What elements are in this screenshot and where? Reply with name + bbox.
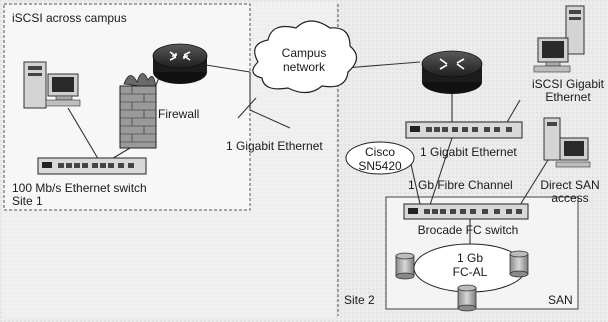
direct-san-label-line2: access [551,191,588,205]
monitor-stand [55,95,73,101]
diagram-title: iSCSI across campus [12,11,127,25]
cloud-shape [252,20,358,94]
ethernet-switch-site1 [37,157,147,175]
disk-array-left [395,252,415,280]
monitor-screen [52,77,74,92]
link-direct-fc [519,159,549,206]
keyboard [45,99,81,107]
direct-san-label-line1: Direct SAN [540,178,599,192]
router2-top [421,50,483,78]
tower-drive2 [28,73,42,76]
disk-array-right [509,250,529,278]
brick-wall [119,85,157,149]
keyboard3 [555,161,591,168]
cloud-label-line2: network [283,60,326,74]
site1-pc [23,61,81,109]
direct-san-workstation [543,117,591,168]
fibre-channel-label: 1 Gb Fibre Channel [408,178,513,192]
fcal-label-line1: 1 Gb [457,251,483,265]
router-top [152,43,208,69]
firewall-label: Firewall [158,107,199,121]
cloud-label-line1: Campus [282,46,327,60]
link-pc-switch [67,107,101,163]
brocade-fc-switch [403,203,529,220]
monitor2-screen [542,41,564,58]
link-switch-fc [429,137,453,206]
disk-array-bottom [457,284,477,312]
router-icon-site2 [421,50,483,94]
cisco-label-line1: Cisco [365,145,395,159]
site2-switch-link-label: 1 Gigabit Ethernet [420,145,517,159]
connection-lines [67,61,549,244]
san-label: SAN [548,293,573,307]
flame-icon [123,73,157,89]
switch-led [42,162,52,168]
link-iscsi-switch [505,99,521,125]
link-cisco-fc [409,159,421,205]
gigabit-switch-site2 [405,121,523,139]
fcal-label-line2: FC-AL [453,265,488,279]
iscsi-workstation [533,5,585,73]
iscsi-label-line2: Ethernet [545,90,591,104]
campus-link-label: 1 Gigabit Ethernet [226,139,323,153]
link-router-cloud [205,64,251,73]
cisco-ellipse [345,141,415,175]
site1-switch-label: 100 Mb/s Ethernet switch [12,181,147,195]
link-gigabit-arrow [237,97,257,119]
fc-switch-label: Brocade FC switch [418,223,519,237]
site1-label: Site 1 [12,194,43,208]
router-icon [152,43,208,84]
site2-label: Site 2 [344,293,375,307]
firewall-icon [119,73,157,149]
link-cloud-router2 [344,61,421,69]
iscsi-label-line1: iSCSI Gigabit [532,77,605,91]
keyboard2 [533,65,571,73]
cisco-label-line2: SN5420 [358,159,402,173]
link-gigabit-tail [249,109,291,129]
campus-network-cloud [252,20,358,94]
tower-drive [28,66,42,70]
